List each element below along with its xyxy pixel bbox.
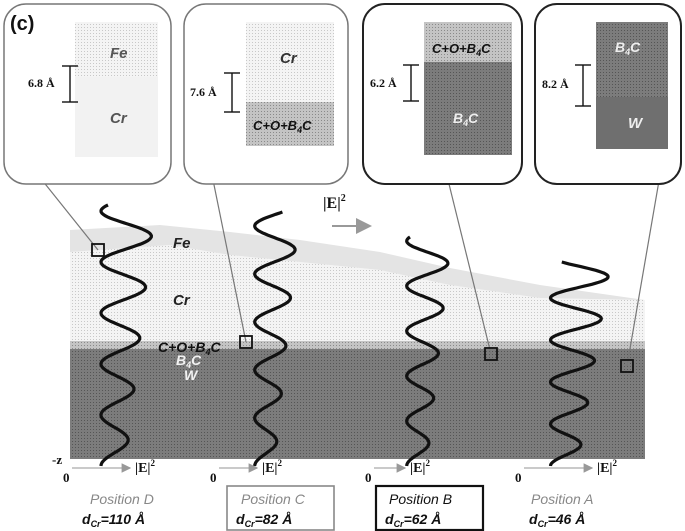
- position-c-frame: [226, 485, 335, 531]
- inset-d-gap: 6.8 Å: [28, 76, 55, 90]
- inset-a-top-label: B4C: [615, 39, 641, 57]
- connector-lines: [29, 164, 661, 367]
- position-a-name: Position A: [531, 491, 594, 507]
- position-b-caption: Position B dCr=62 Å: [374, 484, 485, 531]
- inset-c-gap: 7.6 Å: [190, 85, 217, 99]
- position-d-caption: Position D dCr=110 Å: [82, 491, 154, 529]
- axis-label-b: |E|2: [410, 458, 431, 476]
- axis-label-c: |E|2: [262, 458, 283, 476]
- marker-b: [484, 347, 498, 361]
- axis-row: -z 0 |E|2 0 |E|2 0 |E|2 0 |E|2: [52, 452, 618, 485]
- axis-origin-d: 0: [63, 470, 70, 485]
- label-fe: Fe: [173, 235, 191, 252]
- inset-b-bottom-layer: [424, 62, 512, 155]
- label-cr: Cr: [173, 292, 191, 309]
- position-b-frame: [374, 484, 485, 531]
- axis-origin-a: 0: [515, 470, 522, 485]
- inset-c-bottom-label: C+O+B4C: [253, 118, 312, 135]
- position-b-name: Position B: [389, 491, 452, 507]
- position-d-thickness: dCr=110 Å: [82, 511, 145, 529]
- inset-c-top-label: Cr: [280, 50, 298, 67]
- inset-b-top-layer: [424, 22, 512, 62]
- position-c-name: Position C: [241, 491, 306, 507]
- inset-a-bottom-layer: [596, 97, 668, 149]
- wave-position-a: [548, 260, 610, 467]
- inset-d-top-label: Fe: [110, 45, 128, 62]
- fe-layer: [70, 225, 645, 300]
- inset-d: 6.8 Å Fe Cr: [3, 3, 172, 185]
- inset-b: 6.2 Å C+O+B4C B4C: [362, 3, 523, 185]
- marker-d: [91, 243, 105, 257]
- position-c-caption: Position C dCr=82 Å: [226, 485, 335, 531]
- label-cob4c: C+O+B4C: [158, 339, 221, 357]
- inset-a-bottom-label: W: [628, 115, 644, 132]
- inset-c: 7.6 Å Cr C+O+B4C: [183, 3, 349, 185]
- b4c-w-layer: [70, 349, 645, 459]
- inset-b-gap: 6.2 Å: [370, 76, 397, 90]
- inset-c-top-layer: [246, 22, 334, 102]
- position-a-caption: Position A dCr=46 Å: [529, 491, 594, 529]
- label-w: W: [184, 367, 199, 383]
- inset-d-top-layer: [75, 22, 158, 77]
- cr-layer: [70, 245, 645, 345]
- inset-d-bottom-layer: [75, 77, 158, 157]
- wave-position-d: [99, 203, 154, 467]
- cob4c-layer: [70, 341, 645, 349]
- axis-origin-c: 0: [210, 470, 217, 485]
- position-d-name: Position D: [90, 491, 154, 507]
- marker-a: [620, 359, 634, 373]
- wave-position-b: [405, 235, 450, 467]
- marker-c: [239, 335, 253, 349]
- standing-waves: [99, 203, 610, 467]
- flow-label: |E|2: [323, 193, 346, 212]
- axis-label-a: |E|2: [597, 458, 618, 476]
- inset-d-bottom-label: Cr: [110, 110, 128, 127]
- layer-stack: [70, 225, 645, 459]
- inset-a: 8.2 Å B4C W: [534, 3, 682, 185]
- inset-a-top-layer: [596, 22, 668, 97]
- position-a-thickness: dCr=46 Å: [529, 511, 585, 529]
- z-label: -z: [52, 452, 62, 467]
- inset-b-bottom-label: B4C: [453, 110, 479, 128]
- position-markers: [91, 243, 634, 373]
- position-b-thickness: dCr=62 Å: [385, 511, 441, 529]
- inset-c-bottom-layer: [246, 102, 334, 146]
- inset-a-gap: 8.2 Å: [542, 77, 569, 91]
- axis-origin-b: 0: [365, 470, 372, 485]
- position-c-thickness: dCr=82 Å: [236, 511, 292, 529]
- inset-b-top-label: C+O+B4C: [432, 41, 491, 58]
- field-flow-indicator: |E|2: [323, 193, 372, 234]
- axis-label-d: |E|2: [135, 458, 156, 476]
- label-b4c: B4C: [176, 352, 202, 370]
- panel-label: (c): [10, 13, 34, 35]
- wave-position-c: [253, 210, 297, 467]
